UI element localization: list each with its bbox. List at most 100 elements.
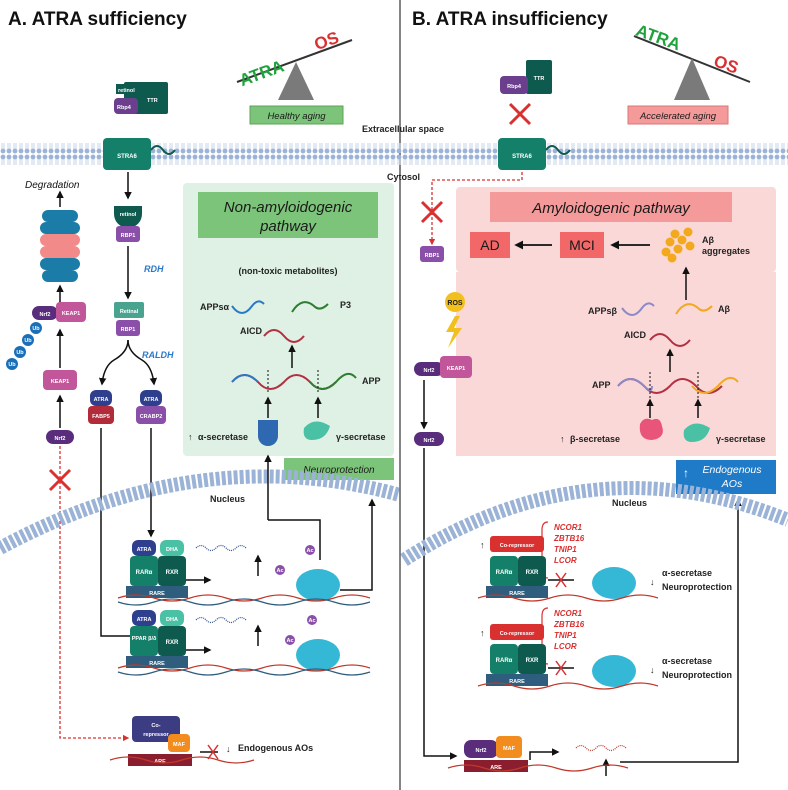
beta-arrow: ↑ <box>560 434 565 444</box>
app-b-label: APP <box>592 380 611 390</box>
corepressor-maf-a: Co- repressor MAF ARE <box>128 716 192 766</box>
panel-a-title: A. ATRA sufficiency <box>8 9 187 30</box>
neuroprotection-a: Neuroprotection <box>284 458 394 480</box>
corepressor-a-1: Co- <box>151 723 160 729</box>
rxr-b2-label: RXR <box>526 658 539 664</box>
nrf2-maf-b: Nrf2 MAF ARE <box>447 736 629 776</box>
nrf2-ub-label: Nrf2 <box>39 312 50 318</box>
rbp1-a-label: RBP1 <box>121 233 136 239</box>
alpha-arrow: ↑ <box>188 432 193 442</box>
gamma-secretase-a: γ-secretase <box>336 432 386 442</box>
nrf2-a: Nrf2 <box>46 430 74 444</box>
panel-b-title: B. ATRA insufficiency <box>412 9 608 30</box>
balance-a-atra: ATRA <box>237 57 287 91</box>
nrf2-b2-label: Nrf2 <box>423 438 434 444</box>
are-b-label: ARE <box>490 765 502 771</box>
atra-ppar-a: ATRA <box>137 617 152 623</box>
balance-b: ATRA OS Accelerated aging <box>627 21 751 125</box>
gene-zbtb16-1: ZBTB16 <box>553 534 585 543</box>
rbp1-b: RBP1 <box>420 246 444 262</box>
gene-lcor-1: LCOR <box>554 556 577 565</box>
accelerated-aging-label: Accelerated aging <box>639 111 717 122</box>
retinol-rbp1: retinol RBP1 <box>114 206 142 242</box>
gene-zbtb16-2: ZBTB16 <box>553 620 585 629</box>
dha-rar-a: DHA <box>166 547 178 553</box>
non-amyloid-title-1: Non-amyloidogenic <box>224 199 353 216</box>
nuclear-membrane-a <box>0 469 402 555</box>
healthy-aging-label: Healthy aging <box>267 111 326 122</box>
rbp1-a2-label: RBP1 <box>121 327 136 333</box>
retinol-rbp4-ttr-complex: retinol Rbp4 TTR <box>114 82 168 114</box>
stra6-a: STRA6 <box>103 138 176 170</box>
rare-a1-label: RARE <box>149 591 165 597</box>
rdh-label: RDH <box>144 264 164 274</box>
atra-crabp2: ATRA CRABP2 <box>136 390 166 424</box>
atra-crabp2-atra: ATRA <box>144 397 159 403</box>
aicd-a-label: AICD <box>240 326 262 336</box>
alpha-secretase-b2: α-secretase <box>662 656 712 666</box>
plasma-membrane <box>0 143 788 165</box>
balance-b-atra: ATRA <box>633 21 683 55</box>
ppar-label: PPAR β/δ <box>132 636 157 642</box>
ab-aggregates-1: Aβ <box>702 235 714 245</box>
rare-b1-label: RARE <box>509 591 525 597</box>
up-arrow-cr2: ↑ <box>480 628 485 638</box>
ttr-b-label: TTR <box>534 76 545 82</box>
ppar-rxr-complex-a: ATRA DHA PPAR β/δ RXR RARE <box>126 610 188 668</box>
chromatin-a1: Ac Ac <box>275 545 340 601</box>
rara-a-label: RARα <box>136 570 153 576</box>
atra-rar-a: ATRA <box>137 547 152 553</box>
ab-aggregates-2: aggregates <box>702 246 750 256</box>
p3-label: P3 <box>340 300 351 310</box>
ac-a2: Ac <box>276 568 283 574</box>
nrf2-keap1-ub: Nrf2 KEAP1 Ub Ub Ub Ub <box>6 302 86 370</box>
ab-label: Aβ <box>718 304 730 314</box>
rbp1-b-label: RBP1 <box>425 253 440 259</box>
dha-ppar-a: DHA <box>166 617 178 623</box>
maf-b-label: MAF <box>503 746 516 752</box>
stra6-b-label: STRA6 <box>512 154 532 160</box>
nucleus-a-label: Nucleus <box>210 494 245 504</box>
corepressor-b2-label: Co-repressor <box>500 631 535 637</box>
endogenous-aos-b-2: AOs <box>721 478 743 490</box>
ub-1: Ub <box>32 326 40 332</box>
ab-aggregate-cluster <box>661 227 695 263</box>
crabp2-label: CRABP2 <box>140 414 163 420</box>
nucleus-b-label: Nucleus <box>612 498 647 508</box>
fabp5-label: FABP5 <box>92 414 110 420</box>
ub-3: Ub <box>16 350 24 356</box>
ac-a4: Ac <box>286 638 293 644</box>
stra6-b: STRA6 <box>498 138 571 170</box>
gene-ncor1-2: NCOR1 <box>554 609 583 618</box>
ros-label: ROS <box>447 300 463 307</box>
app-a-label: APP <box>362 376 381 386</box>
atra-fabp5-atra: ATRA <box>94 397 109 403</box>
gene-ncor1-1: NCOR1 <box>554 523 583 532</box>
ac-a1: Ac <box>306 548 313 554</box>
up-arrow-aos: ↑ <box>683 466 689 480</box>
nrf2-b2: Nrf2 <box>414 432 444 446</box>
appsa-label: APPsα <box>200 302 230 312</box>
nrf2-b3-label: Nrf2 <box>475 748 486 754</box>
gene-tnip1-2: TNIP1 <box>554 631 577 640</box>
keap1-a-label: KEAP1 <box>51 379 69 385</box>
non-amyloidogenic-box: Non-amyloidogenic pathway (non-toxic met… <box>183 183 394 456</box>
corepressor-a-2: repressor <box>143 732 169 738</box>
down-arrow-b2: ↓ <box>650 665 655 675</box>
ttr-label: TTR <box>147 98 158 104</box>
ac-a3: Ac <box>308 618 315 624</box>
degradation-label: Degradation <box>25 180 80 191</box>
chromatin-a2: Ac Ac <box>285 615 340 671</box>
keap1-b-label: KEAP1 <box>447 366 465 372</box>
extracellular-label: Extracellular space <box>362 124 444 134</box>
rxr-ppar-label: RXR <box>166 640 179 646</box>
retinol-top-label: retinol <box>120 212 137 218</box>
gamma-secretase-b: γ-secretase <box>716 434 766 444</box>
rara-b2-label: RARα <box>496 658 513 664</box>
keap1-ub-label: KEAP1 <box>62 311 80 317</box>
corepressor-complex-b2: ↑ Co-repressor NCOR1 ZBTB16 TNIP1 LCOR R… <box>477 607 732 690</box>
ros: ROS <box>445 292 465 348</box>
are-a-label: ARE <box>154 759 166 765</box>
raldh-label: RALDH <box>142 350 174 360</box>
